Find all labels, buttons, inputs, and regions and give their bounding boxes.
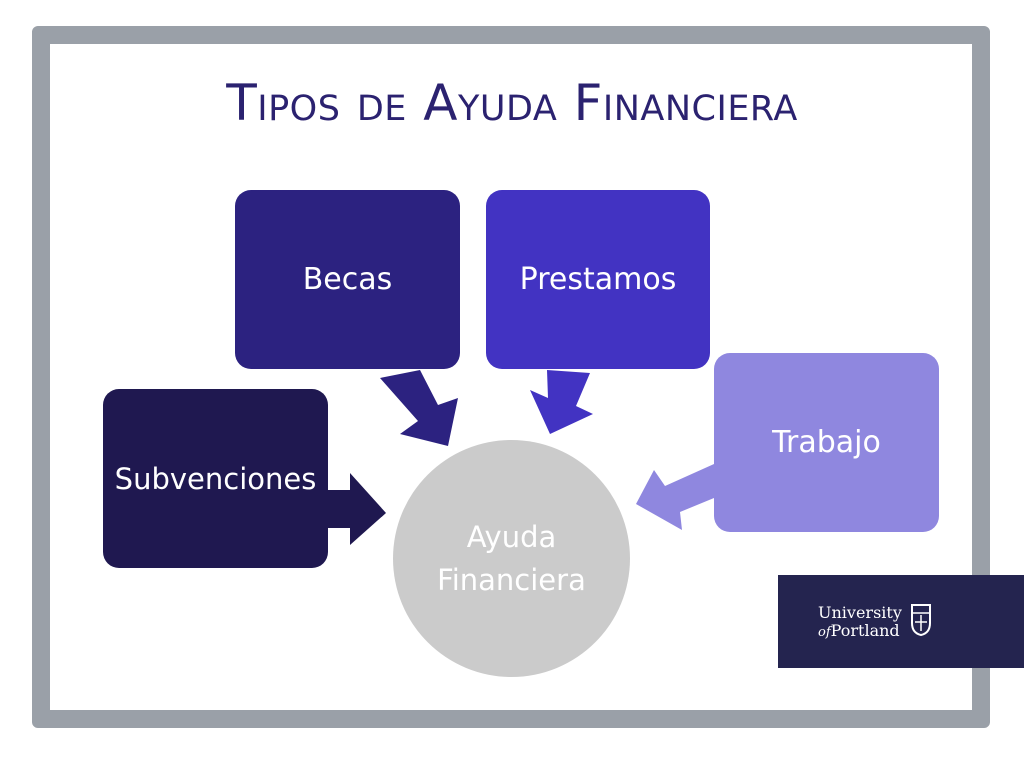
node-trabajo-label: Trabajo: [772, 425, 881, 460]
node-subvenciones-label: Subvenciones: [114, 461, 317, 496]
node-becas-label: Becas: [302, 262, 393, 297]
logo-line2-prefix: of: [818, 625, 831, 640]
node-becas: Becas: [235, 190, 460, 369]
logo-line2: ofPortland: [818, 621, 900, 640]
slide-title: Tipos de Ayuda Financiera: [226, 74, 798, 132]
logo-line2-name: Portland: [830, 621, 900, 640]
node-prestamos-label: Prestamos: [519, 262, 677, 297]
node-trabajo: Trabajo: [714, 353, 939, 532]
node-subvenciones: Subvenciones: [103, 389, 328, 568]
university-logo: University ofPortland: [778, 575, 1024, 668]
node-prestamos: Prestamos: [486, 190, 710, 369]
center-node-line2: Financiera: [437, 562, 586, 597]
center-node-line1: Ayuda: [466, 520, 557, 555]
shield-icon: [911, 604, 931, 637]
center-node: Ayuda Financiera: [393, 440, 630, 677]
logo-line1: University: [818, 603, 902, 622]
